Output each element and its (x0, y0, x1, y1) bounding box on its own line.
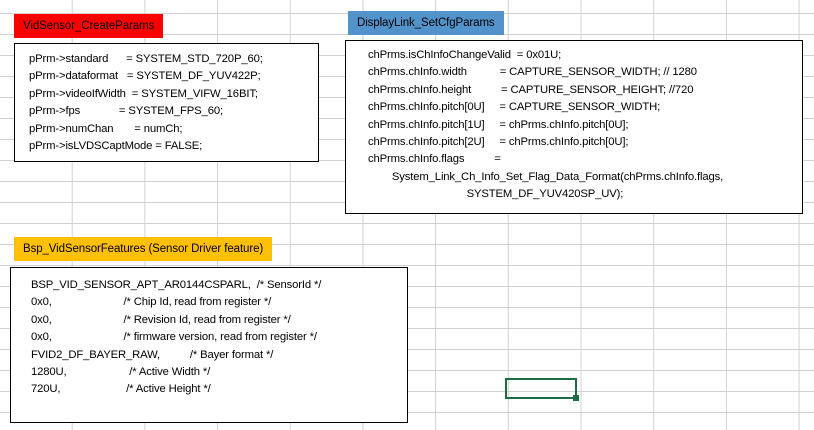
callout-header-displaylink-setcfgparams[interactable]: DisplayLink_SetCfgParams (348, 11, 504, 35)
selected-cell[interactable] (505, 378, 579, 401)
code-block-displaylink-setcfgparams: chPrms.isChInfoChangeValid = 0x01U; chPr… (368, 49, 724, 201)
callout-body-vidsensor-createparams[interactable]: pPrm->standard = SYSTEM_STD_720P_60; pPr… (14, 43, 319, 162)
callout-body-displaylink-setcfgparams[interactable]: chPrms.isChInfoChangeValid = 0x01U; chPr… (345, 40, 803, 214)
code-block-vidsensor-createparams: pPrm->standard = SYSTEM_STD_720P_60; pPr… (29, 53, 263, 153)
callout-body-bsp-vidsensorfeatures[interactable]: BSP_VID_SENSOR_APT_AR0144CSPARL, /* Sens… (10, 267, 408, 423)
code-block-bsp-vidsensorfeatures: BSP_VID_SENSOR_APT_AR0144CSPARL, /* Sens… (31, 279, 322, 396)
callout-header-vidsensor-createparams[interactable]: VidSensor_CreateParams (14, 14, 164, 38)
fill-handle[interactable] (573, 395, 579, 401)
callout-header-bsp-vidsensorfeatures[interactable]: Bsp_VidSensorFeatures (Sensor Driver fea… (14, 237, 273, 261)
